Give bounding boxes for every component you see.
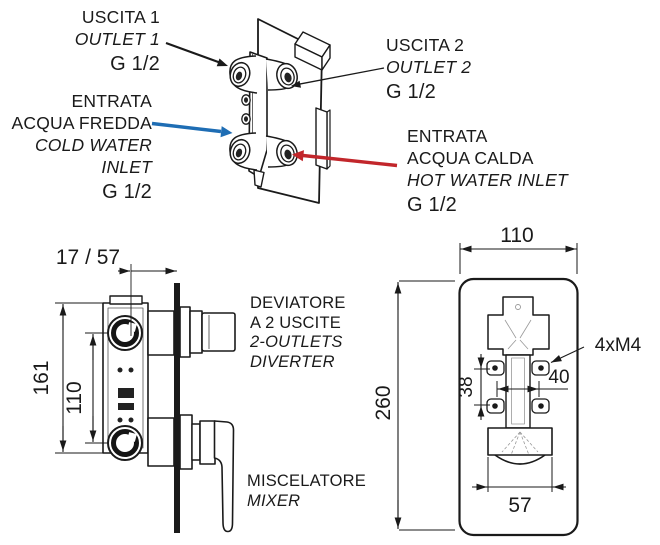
outlet-2-leader-line	[298, 67, 385, 85]
mixer-it: MISCELATORE	[247, 472, 366, 490]
cold-water-arrow-head	[220, 126, 233, 138]
hot-water-arrow-shaft	[302, 153, 398, 168]
side-view-drawing	[55, 264, 236, 533]
label-cold-water-inlet: ENTRATA ACQUA FREDDA COLD WATER INLET G …	[12, 90, 152, 205]
dim-body-width-57: 57	[508, 494, 532, 517]
dim-plate-height-260: 260	[372, 385, 395, 421]
outlet-2-name-it: USCITA 2	[386, 35, 465, 55]
diverter-en-2: DIVERTER	[250, 353, 335, 372]
outlet-1-thread: G 1/2	[110, 53, 160, 75]
dim-height-161: 161	[30, 360, 53, 396]
outlet-2-leader-head	[291, 80, 301, 88]
outlet-1-name-it: USCITA 1	[81, 7, 160, 27]
cold-inlet-thread: G 1/2	[102, 181, 152, 203]
dim-screw-vertical-38: 38	[456, 376, 477, 398]
outlet-2-name-en: OUTLET 2	[386, 57, 472, 77]
outlet-1-name-en: OUTLET 1	[74, 29, 160, 49]
mixer-en: MIXER	[247, 491, 301, 510]
cold-inlet-it-1: ENTRATA	[71, 91, 152, 111]
cold-inlet-en-2: INLET	[101, 157, 152, 177]
label-outlet-2: USCITA 2 OUTLET 2 G 1/2	[386, 34, 471, 105]
dim-port-spacing-110: 110	[63, 381, 86, 415]
diverter-it-2: A 2 USCITE	[250, 313, 341, 332]
hot-inlet-thread: G 1/2	[407, 194, 457, 216]
isometric-valve-drawing	[229, 18, 331, 204]
wall-section	[174, 283, 180, 533]
diverter-it-1: DEVIATORE	[250, 294, 346, 312]
cold-inlet-it-2: ACQUA FREDDA	[11, 113, 152, 133]
diverter-en-1: 2-OUTLETS	[250, 333, 343, 352]
outlet-1-arrow-head	[216, 58, 228, 67]
hot-water-arrow-head	[292, 150, 304, 162]
outlet-1-arrow-shaft	[165, 41, 222, 65]
annotation-arrows	[151, 41, 398, 168]
label-hot-water-inlet: ENTRATA ACQUA CALDA HOT WATER INLET G 1/…	[407, 125, 568, 218]
dim-plate-width-110: 110	[500, 224, 534, 247]
cold-inlet-en-1: COLD WATER	[34, 135, 152, 155]
screw-note-4xM4: 4xM4	[594, 335, 642, 356]
dim-screw-horizontal-40: 40	[548, 367, 570, 388]
label-diverter: DEVIATORE A 2 USCITE 2-OUTLETS DIVERTER	[250, 294, 346, 373]
hot-inlet-en: HOT WATER INLET	[407, 170, 568, 190]
hot-inlet-it-1: ENTRATA	[407, 126, 488, 146]
outlet-2-thread: G 1/2	[386, 81, 436, 103]
label-outlet-1: USCITA 1 OUTLET 1 G 1/2	[75, 6, 160, 77]
dim-depth-17-57: 17 / 57	[55, 246, 121, 269]
hot-inlet-it-2: ACQUA CALDA	[407, 148, 534, 168]
front-view-drawing	[394, 243, 585, 537]
cold-water-arrow-shaft	[151, 121, 222, 134]
label-mixer: MISCELATORE MIXER	[247, 472, 366, 511]
